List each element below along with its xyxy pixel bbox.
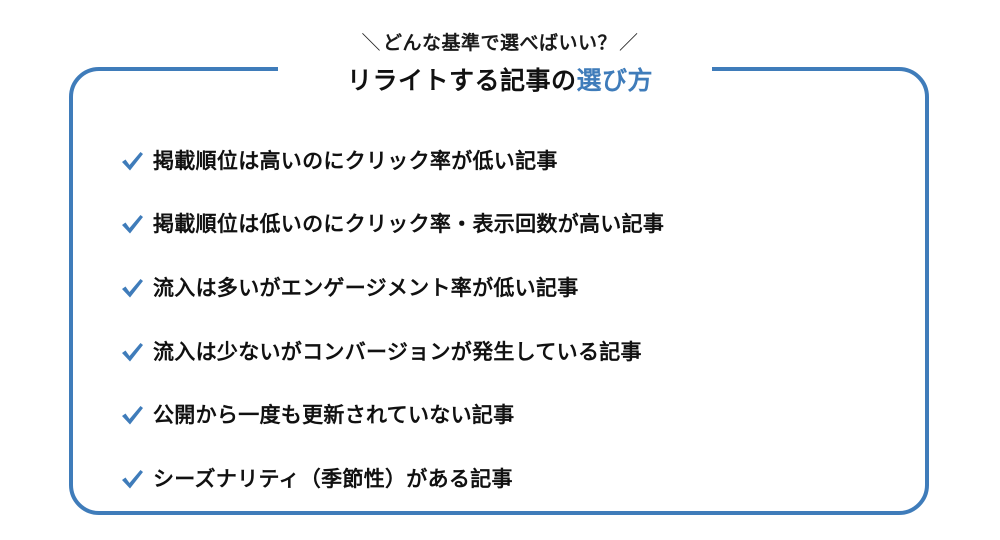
left-slash-decoration: ＼ <box>361 32 381 54</box>
check-mark-icon <box>122 342 143 362</box>
check-mark-icon <box>122 278 143 298</box>
criteria-checklist: 掲載順位は高いのにクリック率が低い記事 掲載順位は低いのにクリック率・表示回数が… <box>119 129 664 511</box>
subtitle-text: どんな基準で選べばいい？ <box>382 32 617 54</box>
checklist-item: 掲載順位は高いのにクリック率が低い記事 <box>119 129 664 193</box>
checklist-item: 公開から一度も更新されていない記事 <box>119 383 664 447</box>
right-slash-decoration: ／ <box>619 32 639 54</box>
checklist-item-label: シーズナリティ（季節性）がある記事 <box>153 466 513 491</box>
checklist-item: 掲載順位は低いのにクリック率・表示回数が高い記事 <box>119 193 664 257</box>
checklist-item: 流入は少ないがコンバージョンが発生している記事 <box>119 320 664 384</box>
checklist-item-label: 掲載順位は高いのにクリック率が低い記事 <box>153 148 558 173</box>
check-mark-icon <box>122 215 143 234</box>
checklist-item-label: 公開から一度も更新されていない記事 <box>153 403 515 428</box>
check-mark-icon <box>122 469 143 489</box>
title-accent-text: 選び方 <box>576 66 654 95</box>
frame-title-gap <box>278 60 712 76</box>
checklist-item-label: 掲載順位は低いのにクリック率・表示回数が高い記事 <box>153 212 665 237</box>
title-main-text: リライトする記事の <box>346 66 577 95</box>
checklist-item: 流入は多いがエンゲージメント率が低い記事 <box>119 256 664 320</box>
checklist-item-label: 流入は少ないがコンバージョンが発生している記事 <box>153 339 642 364</box>
check-mark-icon <box>122 151 143 171</box>
subtitle: ＼どんな基準で選べばいい？／ <box>0 30 1000 56</box>
checklist-item: シーズナリティ（季節性）がある記事 <box>119 447 664 511</box>
checklist-item-label: 流入は多いがエンゲージメント率が低い記事 <box>153 275 579 300</box>
check-mark-icon <box>122 406 143 425</box>
page-title: リライトする記事の選び方 <box>0 64 1000 98</box>
